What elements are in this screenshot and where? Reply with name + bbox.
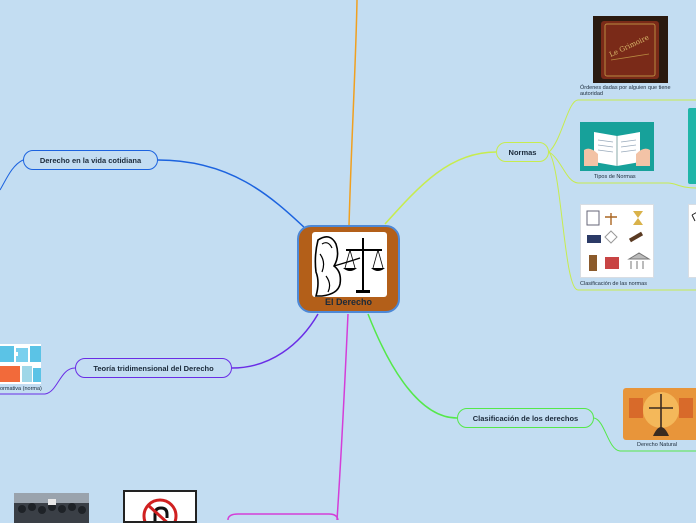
clasificacion-normas-image	[580, 204, 654, 278]
sub-tipos	[548, 151, 696, 189]
branch-teoria	[231, 313, 319, 369]
node-teoria-tridimensional[interactable]: Teoría tridimensional del Derecho	[75, 358, 232, 378]
node-derecho-vida-cotidiana[interactable]: Derecho en la vida cotidiana	[23, 150, 158, 170]
sub-normativa	[0, 367, 76, 395]
tipos-normas-image	[580, 122, 654, 171]
caption-tipos-normas: Tipos de Normas	[594, 174, 636, 180]
caption-clasificacion-normas: Clasificación de las normas	[580, 281, 647, 287]
branch-bottom	[336, 313, 349, 520]
branch-vida-cotidiana	[157, 159, 308, 231]
sub-clasif-normas	[548, 151, 696, 291]
no-turn-sign-image	[123, 490, 197, 523]
caption-derecho-natural: Derecho Natural	[637, 442, 678, 448]
branch-bottom-node-outline	[227, 513, 339, 520]
sub-ordenes	[548, 99, 696, 153]
derecho-natural-image	[623, 388, 696, 440]
partial-teal-image	[688, 108, 696, 184]
node-clasificacion-derechos[interactable]: Clasificación de los derechos	[457, 408, 594, 428]
branch-normas	[384, 151, 497, 225]
branch-clasificacion	[367, 313, 458, 419]
central-topic[interactable]: El Derecho	[297, 225, 400, 313]
crowd-photo-image	[14, 493, 89, 523]
caption-normativa: ormativa (norma)	[0, 386, 42, 392]
sub-natural	[593, 417, 696, 452]
partial-white-image	[688, 204, 696, 278]
caption-ordenes: Órdenes dadas por alguien que tiene auto…	[580, 85, 671, 97]
branch-top	[348, 0, 358, 227]
branch-vida-cotidiana-left	[0, 159, 24, 191]
normativa-image	[0, 344, 41, 384]
grimoire-book-image: Le Grimoire	[593, 16, 668, 83]
node-normas[interactable]: Normas	[496, 142, 549, 162]
justice-statue-image	[312, 232, 387, 297]
central-title: El Derecho	[324, 297, 373, 307]
